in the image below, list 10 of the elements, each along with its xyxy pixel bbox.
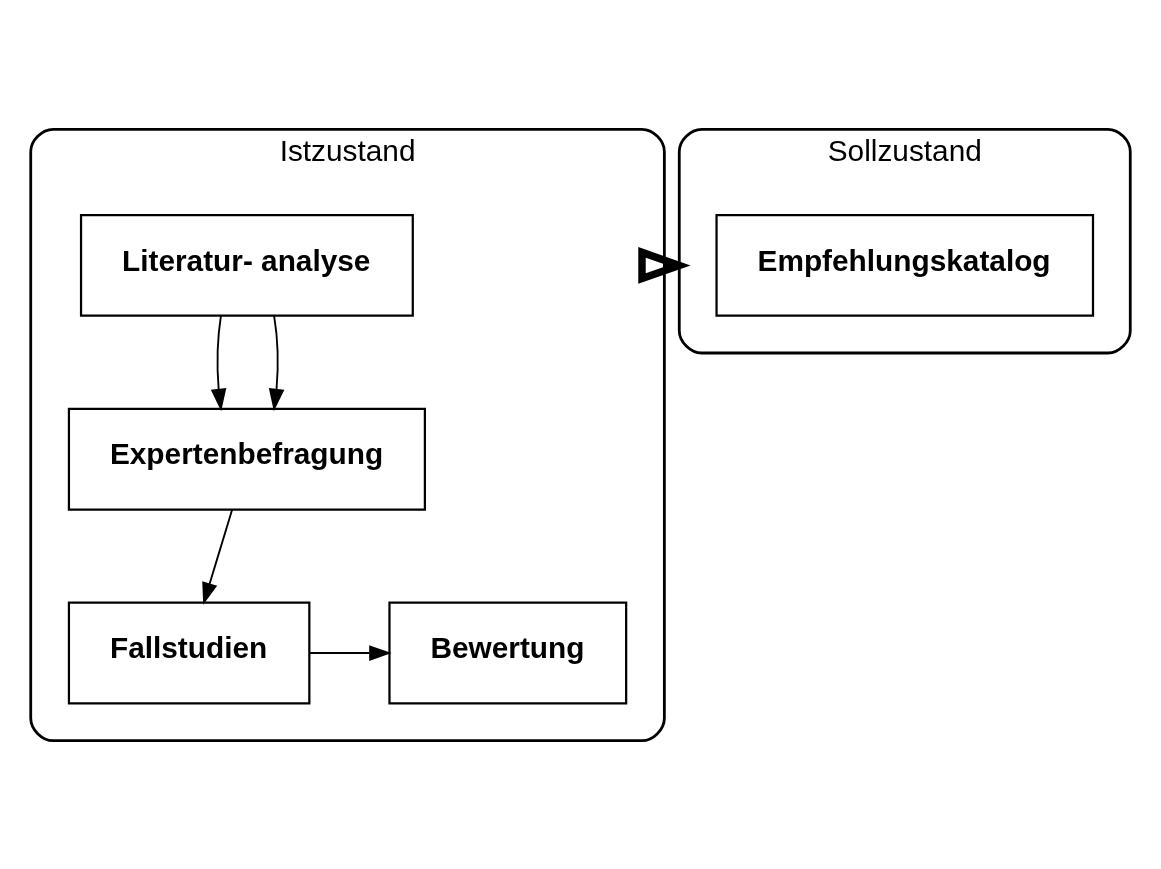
arrow [202, 508, 234, 605]
node-box: Empfehlungskatalog [715, 213, 1095, 317]
node-box: Literatur- analyse [79, 213, 414, 317]
arrow [308, 644, 392, 661]
node-box: Bewertung [388, 601, 628, 704]
node-box: Expertenbefragung [67, 407, 426, 511]
arrow [268, 314, 285, 411]
node-box: Fallstudien [67, 601, 311, 704]
arrow [638, 246, 691, 284]
arrow [210, 314, 227, 411]
